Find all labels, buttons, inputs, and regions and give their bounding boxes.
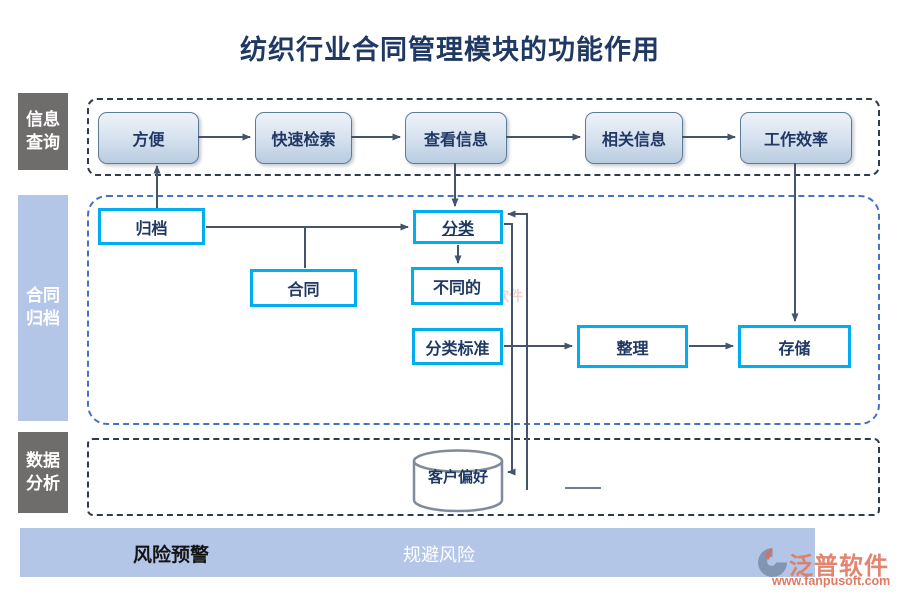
lane-label-data-analysis: 数据分析 bbox=[18, 432, 68, 513]
risk-bar bbox=[20, 528, 815, 577]
node-quick-search: 快速检索 bbox=[255, 112, 352, 164]
node-related-info: 相关信息 bbox=[585, 112, 683, 164]
database-label: 客户偏好 bbox=[427, 469, 488, 486]
fanpu-logo-icon bbox=[758, 548, 787, 577]
group-border-contract-archive bbox=[87, 195, 880, 425]
group-border-data-analysis bbox=[87, 438, 880, 516]
brand-name: 泛普软件 bbox=[789, 553, 889, 580]
lane-label-contract-archive: 合同归档 bbox=[18, 195, 68, 421]
lane-label-info-query: 信息查询 bbox=[18, 93, 68, 170]
risk-warning-label: 风险预警 bbox=[133, 545, 210, 566]
page-title: 纺织行业合同管理模块的功能作用 bbox=[240, 35, 660, 66]
node-work-efficiency: 工作效率 bbox=[740, 112, 852, 164]
node-classify: 分类 bbox=[413, 210, 503, 244]
node-storage: 存储 bbox=[738, 325, 851, 368]
risk-avoidance-label: 规避风险 bbox=[403, 545, 475, 565]
database-cylinder bbox=[412, 449, 504, 513]
node-convenience: 方便 bbox=[98, 112, 199, 164]
node-classify-label: 分类 bbox=[441, 221, 474, 238]
brand-url: www.fanpusoft.com bbox=[772, 574, 891, 588]
node-organize: 整理 bbox=[577, 325, 688, 368]
node-contract: 合同 bbox=[250, 269, 357, 307]
node-classify-standard: 分类标准 bbox=[412, 328, 503, 365]
node-view-info: 查看信息 bbox=[405, 112, 507, 164]
node-different: 不同的 bbox=[411, 267, 503, 305]
node-archive: 归档 bbox=[98, 208, 205, 245]
group-border-info-query bbox=[87, 98, 880, 176]
